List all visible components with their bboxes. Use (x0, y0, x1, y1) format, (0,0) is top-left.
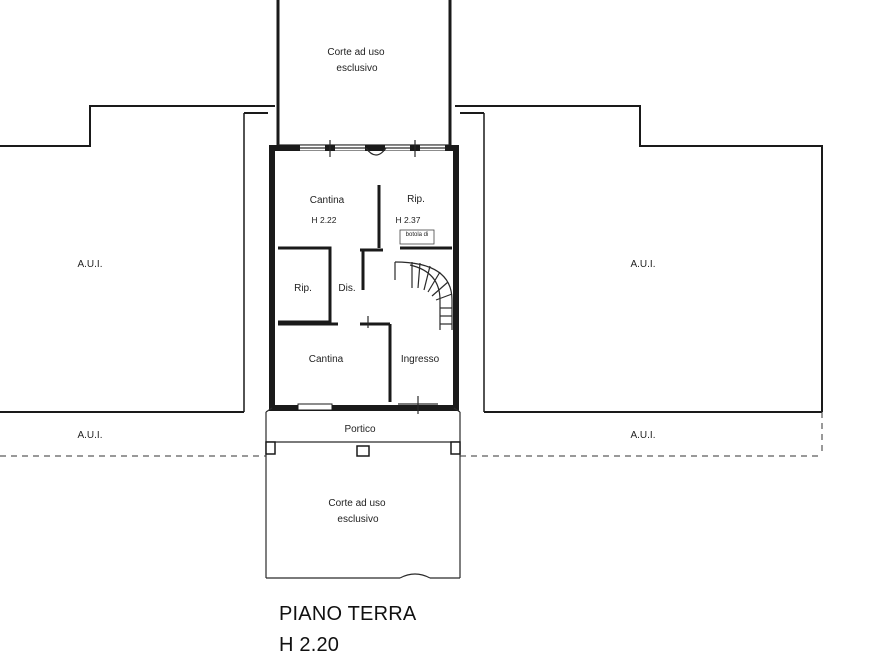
interior-partitions (278, 185, 452, 414)
label-stair-note: botola di (406, 232, 429, 238)
label-dis: Dis. (338, 283, 355, 294)
label-aui-left-bottom: A.U.I. (77, 430, 102, 441)
central-unit-walls (269, 140, 459, 411)
floor-title: PIANO TERRA (279, 603, 417, 625)
left-aui-outline (0, 105, 275, 413)
label-rip-top-height: H 2.37 (395, 215, 420, 225)
label-aui-right-bottom: A.U.I. (630, 430, 655, 441)
bottom-courtyard (265, 456, 461, 579)
label-rip-top: Rip. (407, 194, 425, 205)
spiral-stair (394, 229, 453, 330)
label-cantina-bottom: Cantina (309, 354, 344, 365)
label-corte-top-2: esclusivo (336, 63, 378, 74)
label-corte-bottom-2: esclusivo (337, 514, 379, 525)
label-cantina-top: Cantina (310, 195, 345, 206)
floor-height: H 2.20 (279, 634, 340, 656)
label-ingresso: Ingresso (401, 354, 440, 365)
label-corte-top-1: Corte ad uso (327, 47, 385, 58)
label-corte-bottom-1: Corte ad uso (328, 498, 386, 509)
label-aui-right-top: A.U.I. (630, 259, 655, 270)
portico-band (0, 407, 823, 457)
label-portico: Portico (344, 424, 376, 435)
label-cantina-top-height: H 2.22 (311, 215, 336, 225)
label-rip-left: Rip. (294, 283, 312, 294)
label-aui-left-top: A.U.I. (77, 259, 102, 270)
right-aui-outline (455, 105, 823, 413)
